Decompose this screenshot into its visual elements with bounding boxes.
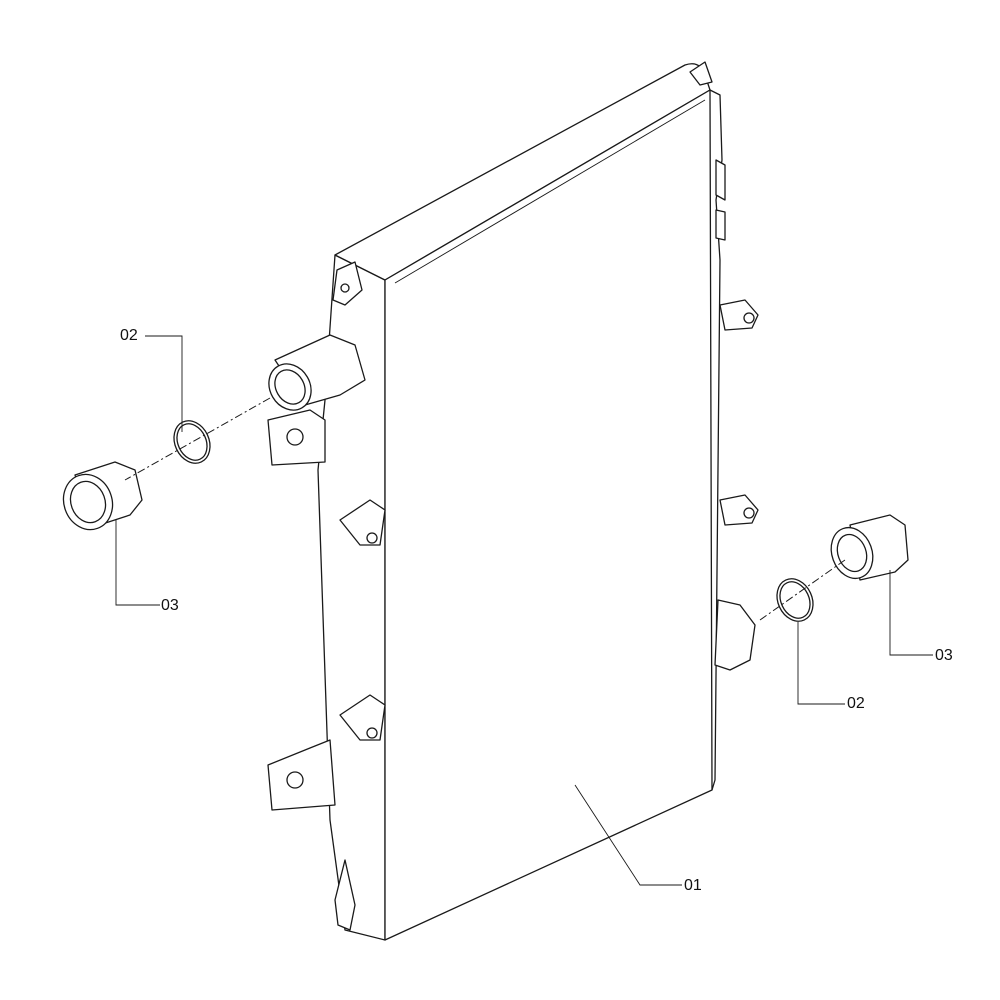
callout-label-02-left: 02 — [120, 327, 138, 344]
mounting-brackets — [267, 261, 759, 931]
radiator-core — [317, 61, 726, 941]
assembly-axes — [124, 397, 846, 621]
leader-lines — [115, 335, 933, 886]
callout-label-01: 01 — [684, 877, 702, 894]
fittings — [62, 461, 909, 581]
callout-label-02-right: 02 — [847, 695, 865, 712]
o-rings — [173, 420, 814, 622]
callout-label-03-right: 03 — [935, 647, 953, 664]
inlet-outlet-pipes — [268, 334, 756, 671]
callout-label-03-left: 03 — [161, 597, 179, 614]
